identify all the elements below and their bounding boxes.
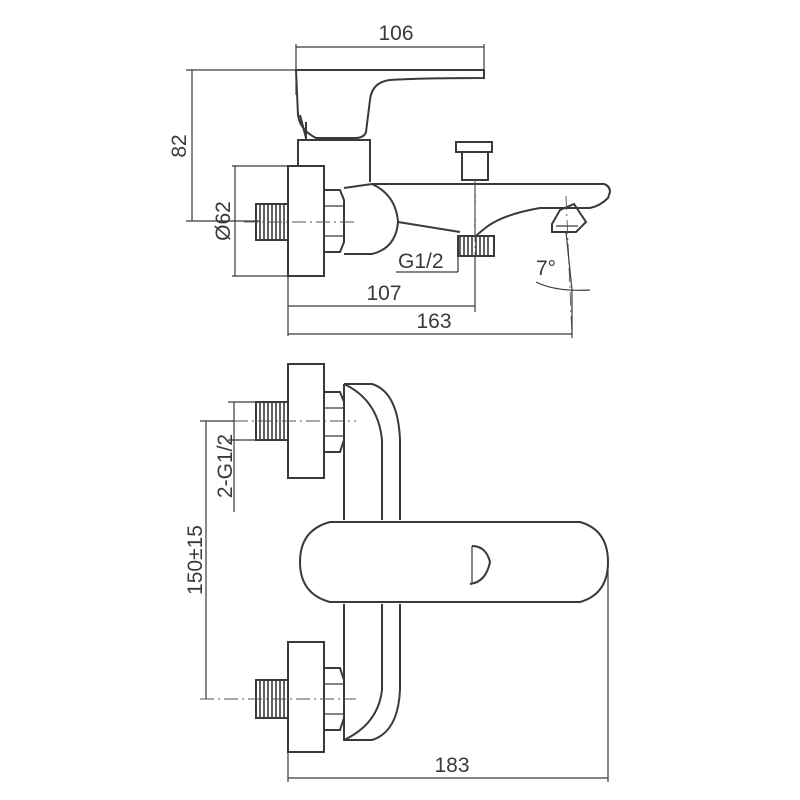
top-view: 2-G1/2 150±15 183	[184, 363, 610, 782]
dim-label-handle-width: 106	[378, 22, 413, 45]
dim-height: 82	[168, 69, 296, 222]
dim-label-height: 82	[168, 134, 191, 157]
hose-connection: G1/2	[396, 235, 495, 273]
dim-spout-offset: 107	[287, 256, 476, 336]
dim-label-total-depth: 183	[434, 754, 469, 777]
dim-total-length: 163	[288, 290, 573, 338]
wall-flange	[287, 165, 325, 277]
dim-center-distance: 150±15	[184, 420, 234, 699]
dim-spout-angle: 7°	[535, 231, 591, 291]
dim-label-center-distance: 150±15	[184, 525, 207, 595]
diverter-knob	[455, 141, 493, 236]
mixer-body-top	[343, 383, 401, 741]
dim-handle-width: 106	[295, 22, 485, 95]
wall-flange-lower	[200, 641, 356, 753]
wall-flange-upper	[234, 363, 356, 479]
side-view: 106 Ø62 82	[168, 22, 612, 338]
union-nut-side	[323, 189, 345, 253]
dim-label-inlet-thread: 2-G1/2	[214, 434, 237, 498]
dim-label-spout-offset: 107	[366, 282, 401, 305]
dim-label-total-length: 163	[416, 310, 451, 333]
lever-top	[298, 521, 610, 603]
valve-body	[297, 122, 371, 182]
dim-total-depth: 183	[287, 562, 609, 782]
dim-inlet-thread: 2-G1/2	[214, 401, 256, 512]
spout	[343, 183, 612, 255]
dim-label-hose-connection: G1/2	[398, 250, 444, 273]
lever-handle	[294, 69, 485, 139]
dim-label-spout-angle: 7°	[536, 257, 556, 280]
